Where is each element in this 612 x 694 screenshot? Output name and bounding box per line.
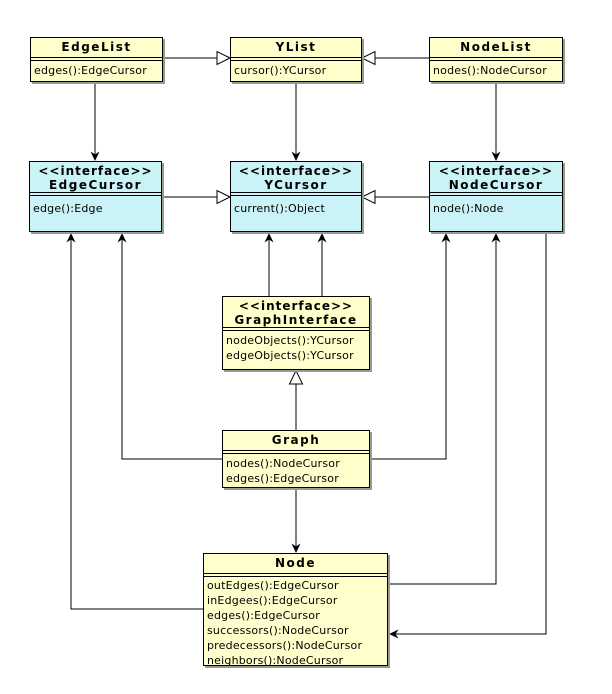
class-methods: nodes():NodeCursor edges():EdgeCursor [223,454,369,486]
class-methods: cursor():YCursor [231,61,361,78]
class-box-ylist: YList cursor():YCursor [230,37,362,82]
class-methods: current():Object [231,196,361,216]
compartment-divider [430,192,562,196]
method-item: nodeObjects():YCursor [226,334,354,347]
class-name: YCursor [264,178,328,192]
compartment-divider [430,57,562,61]
method-item: edge():Edge [33,202,103,215]
class-stereotype: <<interface>> [38,164,153,178]
association-node-edgecursor [66,233,203,610]
compartment-divider [223,450,369,454]
method-item: predecessors():NodeCursor [207,639,363,652]
method-item: successors():NodeCursor [207,624,349,637]
association-edgelist-edgecursor [90,82,100,161]
class-box-nodelist: NodeList nodes():NodeCursor [429,37,563,82]
class-methods: outEdges():EdgeCursor inEdgees():EdgeCur… [204,577,387,668]
generalization-graph-graphinterface [288,369,304,430]
association-graph-nodecursor [370,233,451,460]
association-graphinterface-ycursor-2 [317,233,327,296]
class-methods: edge():Edge [30,196,161,216]
class-title: <<interface>> NodeCursor [430,162,562,192]
class-methods: nodes():NodeCursor [430,61,562,78]
class-name: EdgeCursor [48,178,143,192]
compartment-divider [30,192,161,196]
class-stereotype: <<interface>> [238,299,354,313]
class-methods: node():Node [430,196,562,216]
class-methods: nodeObjects():YCursor edgeObjects():YCur… [223,331,369,363]
method-item: edges():EdgeCursor [34,64,147,77]
association-ylist-ycursor [291,82,301,161]
method-item: cursor():YCursor [234,64,327,77]
class-box-graphinterface: <<interface>> GraphInterface nodeObjects… [222,296,370,370]
class-stereotype: <<interface>> [238,164,354,178]
compartment-divider [204,573,387,577]
method-item: node():Node [433,202,504,215]
class-name: NodeCursor [448,178,544,192]
compartment-divider [31,57,162,61]
class-box-edgelist: EdgeList edges():EdgeCursor [30,37,163,82]
class-name: YList [275,40,317,54]
generalization-edgelist-ylist [163,50,232,66]
association-nodecursor-node [389,232,547,639]
association-graphinterface-ycursor-1 [264,233,274,296]
association-node-nodecursor [388,233,501,585]
class-title: <<interface>> GraphInterface [223,297,369,327]
class-stereotype: <<interface>> [438,164,554,178]
class-name: NodeList [460,40,532,54]
class-box-node: Node outEdges():EdgeCursor inEdgees():Ed… [203,553,388,668]
class-box-nodecursor: <<interface>> NodeCursor node():Node [429,161,563,232]
class-box-edgecursor: <<interface>> EdgeCursor edge():Edge [29,161,162,232]
association-graph-node [291,488,301,553]
generalization-nodelist-ylist [360,50,429,66]
class-name: EdgeList [61,40,132,54]
method-item: current():Object [234,202,325,215]
method-item: inEdgees():EdgeCursor [207,594,338,607]
generalization-nodecursor-ycursor [360,189,429,205]
method-item: edges():EdgeCursor [207,609,320,622]
method-item: neighbors():NodeCursor [207,654,344,667]
class-box-graph: Graph nodes():NodeCursor edges():EdgeCur… [222,430,370,488]
method-item: nodes():NodeCursor [433,64,547,77]
method-item: edgeObjects():YCursor [226,349,354,362]
method-item: nodes():NodeCursor [226,457,340,470]
generalization-edgecursor-ycursor [162,189,232,205]
method-item: edges():EdgeCursor [226,472,339,485]
class-methods: edges():EdgeCursor [31,61,162,78]
class-name: GraphInterface [234,313,358,327]
compartment-divider [231,192,361,196]
association-graph-edgecursor [117,233,222,460]
association-nodelist-nodecursor [491,82,501,161]
class-title: <<interface>> EdgeCursor [30,162,161,192]
class-name: Graph [271,433,321,447]
compartment-divider [231,57,361,61]
compartment-divider [223,327,369,331]
class-title: <<interface>> YCursor [231,162,361,192]
method-item: outEdges():EdgeCursor [207,579,339,592]
class-box-ycursor: <<interface>> YCursor current():Object [230,161,362,232]
class-name: Node [274,556,316,570]
